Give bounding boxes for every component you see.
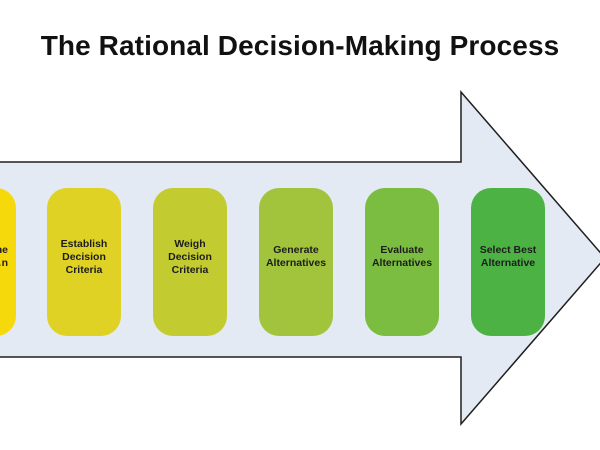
process-step-5-label: Evaluate Alternatives bbox=[371, 244, 433, 269]
process-step-generate-alternatives: Generate Alternatives bbox=[259, 188, 333, 336]
process-step-select-best-alternative: Select Best Alternative bbox=[471, 188, 545, 336]
process-step-1-label: …ne …n bbox=[0, 244, 8, 269]
process-step-2-label: Establish Decision Criteria bbox=[60, 237, 108, 276]
diagram-title: The Rational Decision-Making Process bbox=[40, 30, 560, 61]
process-step-1: …ne …n bbox=[0, 188, 16, 336]
process-step-weigh-criteria: Weigh Decision Criteria bbox=[153, 188, 227, 336]
process-step-3-label: Weigh Decision Criteria bbox=[168, 237, 212, 276]
process-step-4-label: Generate Alternatives bbox=[265, 244, 327, 269]
process-step-6-label: Select Best Alternative bbox=[479, 244, 537, 269]
process-step-evaluate-alternatives: Evaluate Alternatives bbox=[365, 188, 439, 336]
process-step-establish-criteria: Establish Decision Criteria bbox=[47, 188, 121, 336]
